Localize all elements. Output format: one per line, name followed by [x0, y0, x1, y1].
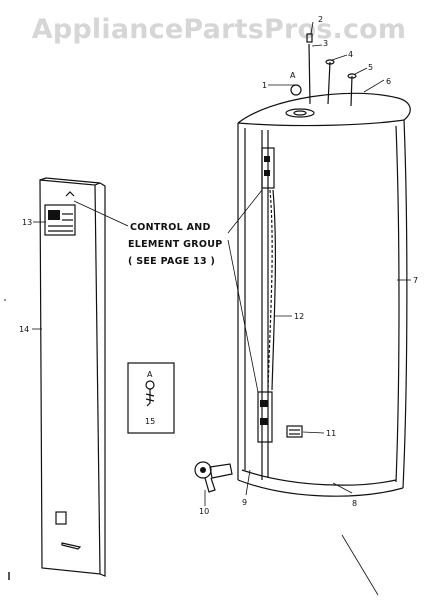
screw-inset [127, 362, 175, 434]
callout-11: 11 [326, 429, 336, 438]
callout-8: 8 [352, 499, 357, 508]
callout-4: 4 [348, 50, 353, 59]
callout-13: 13 [22, 218, 32, 227]
drain-valve [194, 461, 233, 493]
leader-lines [32, 21, 411, 596]
callout-5: 5 [368, 63, 373, 72]
callout-a-inset: A [147, 370, 153, 379]
callout-6: 6 [386, 77, 391, 86]
dip-tube [327, 61, 331, 105]
callout-14: 14 [19, 325, 29, 334]
group-label-line2: ELEMENT GROUP [128, 239, 222, 250]
panel-window [55, 511, 67, 525]
pipe-nipple-part-2 [306, 33, 313, 43]
panel-label-plate [44, 204, 76, 236]
control-element-group [257, 147, 277, 443]
access-panel [39, 177, 106, 577]
anode-rod [350, 75, 353, 107]
watermark: AppliancePartsPros.com [31, 14, 407, 45]
callout-10: 10 [199, 507, 209, 516]
callout-1: 1 [262, 81, 267, 90]
group-label-line1: CONTROL AND [130, 222, 211, 233]
callout-3: 3 [323, 39, 328, 48]
callout-9: 9 [242, 498, 247, 507]
group-label-line3: ( SEE PAGE 13 ) [128, 256, 215, 267]
callout-7: 7 [413, 276, 418, 285]
rating-label-part-11 [286, 425, 303, 438]
tank-jacket [237, 92, 411, 497]
callout-12: 12 [294, 312, 304, 321]
top-fittings [285, 33, 357, 118]
callout-2: 2 [318, 15, 323, 24]
callout-15: 15 [145, 417, 155, 426]
callout-a-top: A [290, 71, 296, 80]
